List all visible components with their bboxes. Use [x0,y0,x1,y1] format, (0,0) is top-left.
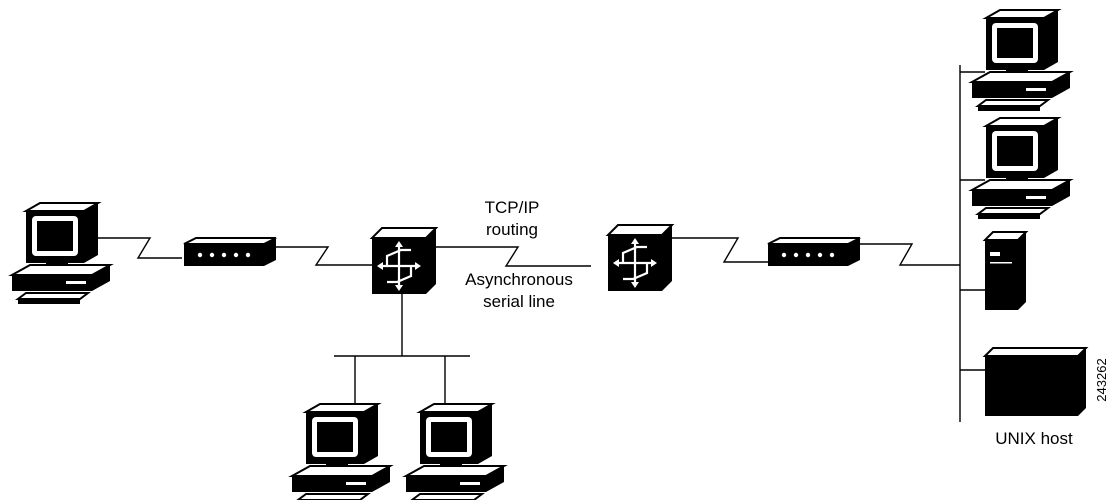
async-serial-link [435,246,591,267]
serial-link-right-modem [672,237,768,263]
figure-id-label: 243262 [1094,358,1109,401]
right-pc-1-icon [971,9,1071,112]
bottom-pc-2-icon [405,403,505,500]
serial-link-backbone [860,243,960,266]
tcp-ip-label: TCP/IP [485,198,540,217]
serial-link-left-modem [276,246,372,266]
server-icon [982,231,1029,310]
right-modem-icon [767,237,861,267]
unix-host-label: UNIX host [995,429,1073,448]
right-pc-2-icon [971,117,1071,220]
bottom-pc-1-icon [291,403,391,500]
serial-link-left-pc [96,237,182,259]
unix-host-icon [982,347,1089,416]
async-label: Asynchronous [465,270,573,289]
left-pc-icon [11,202,111,305]
routing-label: routing [486,220,538,239]
router-1-icon [370,226,438,296]
serial-line-label: serial line [483,292,555,311]
router-2-icon [606,223,674,293]
left-modem-icon [183,237,277,267]
